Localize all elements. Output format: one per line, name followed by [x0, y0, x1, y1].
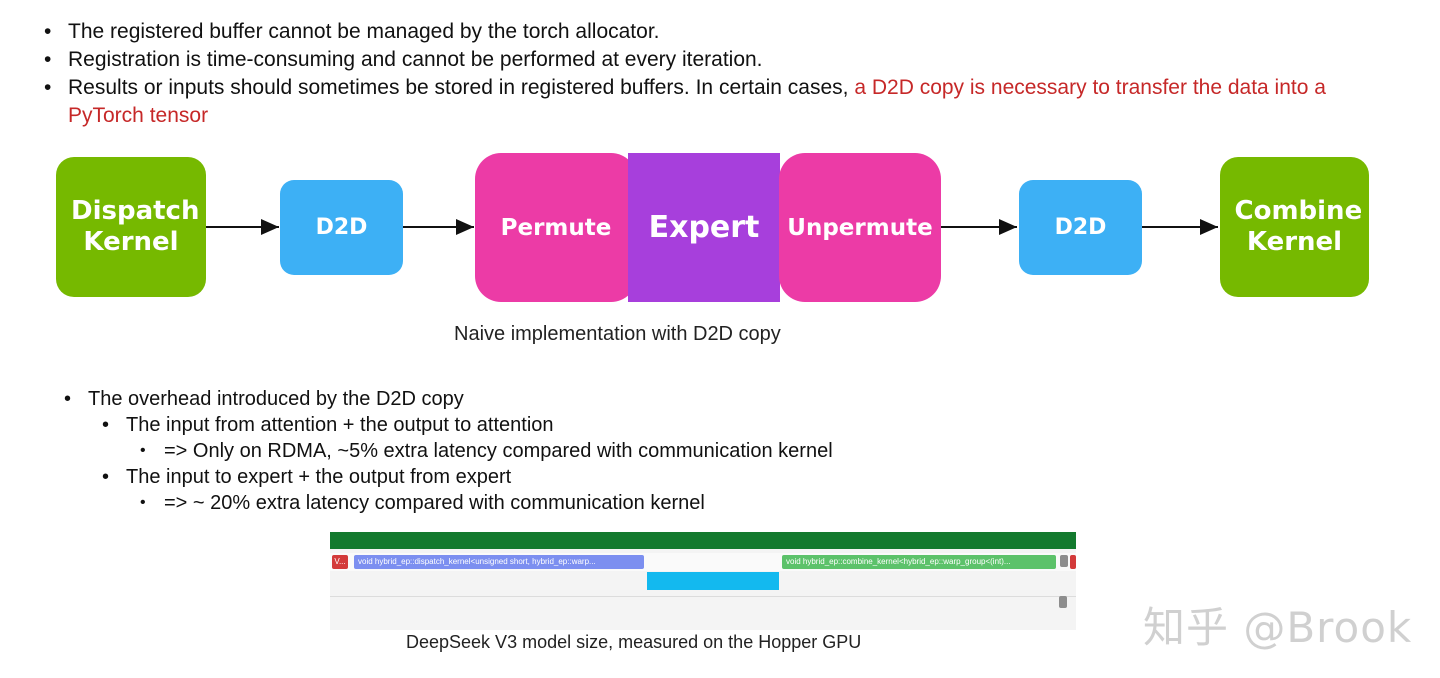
- overhead-subitem-rdma: => Only on RDMA, ~5% extra latency compa…: [60, 438, 833, 464]
- overhead-item-expert: The input to expert + the output from ex…: [60, 464, 833, 490]
- permute-box: Permute: [475, 153, 637, 302]
- profiler-d2d-copy-block: [647, 572, 779, 590]
- d2d-left-box: D2D: [280, 180, 403, 275]
- profiler-combine-kernel: void hybrid_ep::combine_kernel<hybrid_ep…: [782, 555, 1056, 569]
- overhead-title: The overhead introduced by the D2D copy: [60, 386, 833, 412]
- bullet-registration: Registration is time-consuming and canno…: [44, 46, 1384, 74]
- dispatch-kernel-box: Dispatch Kernel: [56, 157, 206, 297]
- unpermute-box: Unpermute: [779, 153, 941, 302]
- expert-box: Expert: [628, 153, 780, 302]
- profiler-dispatch-kernel: void hybrid_ep::dispatch_kernel<unsigned…: [354, 555, 644, 569]
- watermark-text: 知乎 @Brook: [1143, 603, 1413, 652]
- bullet-allocator: The registered buffer cannot be managed …: [44, 18, 1384, 46]
- highlight-d2d-copy: a D2D copy is necessary to transfer the …: [68, 76, 1326, 127]
- profiler-stream-bar: [330, 532, 1076, 549]
- profiler-caption: DeepSeek V3 model size, measured on the …: [406, 632, 862, 652]
- d2d-right-box: D2D: [1019, 180, 1142, 275]
- flow-arrows: [206, 219, 1218, 235]
- profiler-divider: [330, 596, 1076, 597]
- profiler-red-kernel-end: [1070, 555, 1076, 569]
- bullet-results: Results or inputs should sometimes be st…: [44, 74, 1384, 130]
- profiler-timeline: V... void hybrid_ep::dispatch_kernel<uns…: [330, 532, 1076, 630]
- diagram-caption: Naive implementation with D2D copy: [454, 323, 781, 345]
- overhead-bullet-list: The overhead introduced by the D2D copy …: [60, 386, 833, 516]
- profiler-scroll-handle: [1059, 596, 1067, 608]
- profiler-red-kernel: V...: [332, 555, 348, 569]
- top-bullet-list: The registered buffer cannot be managed …: [44, 18, 1384, 130]
- profiler-kernel-row: V... void hybrid_ep::dispatch_kernel<uns…: [330, 553, 1076, 571]
- combine-kernel-box: Combine Kernel: [1220, 157, 1369, 297]
- profiler-small-kernel: [1060, 555, 1068, 567]
- overhead-item-attention: The input from attention + the output to…: [60, 412, 833, 438]
- overhead-subitem-latency: => ~ 20% extra latency compared with com…: [60, 490, 833, 516]
